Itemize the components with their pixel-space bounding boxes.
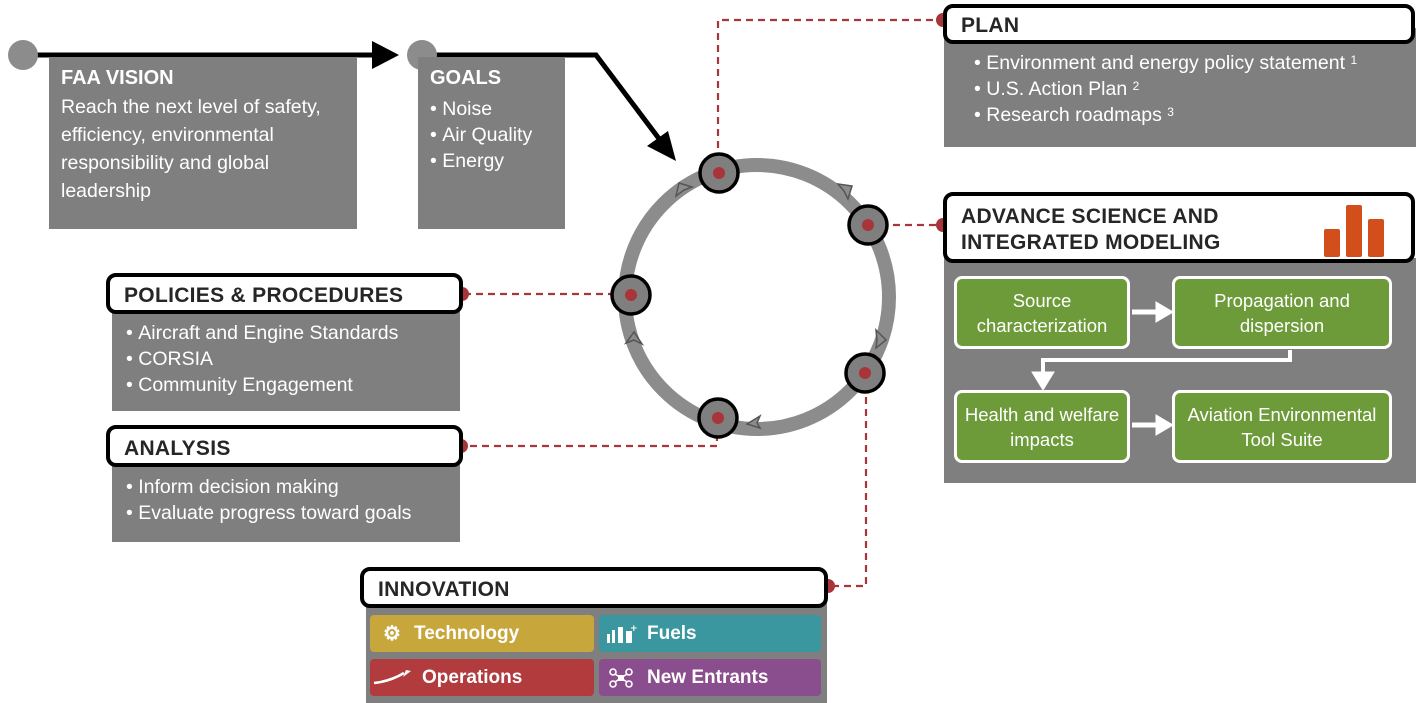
node-right-upper	[847, 204, 889, 246]
goals-title: GOALS	[430, 67, 502, 89]
policies-body: Aircraft and Engine Standards CORSIA Com…	[112, 298, 460, 411]
plan-title: PLAN	[961, 14, 1020, 37]
analysis-item: Evaluate progress toward goals	[126, 500, 411, 526]
bar-chart-icon	[1324, 205, 1384, 257]
cycle-ring	[618, 158, 896, 436]
vision-start-dot	[8, 40, 38, 70]
node-bottom	[697, 397, 739, 439]
analysis-list: Inform decision making Evaluate progress…	[126, 474, 411, 526]
science-flow-arrows	[1031, 301, 1292, 436]
goal-item: Noise	[430, 96, 532, 122]
policy-item: CORSIA	[126, 346, 398, 372]
plan-body: Environment and energy policy statement …	[944, 28, 1416, 147]
plan-item: Environment and energy policy statement …	[974, 50, 1357, 76]
node-right-lower	[844, 352, 886, 394]
goals-to-cycle-arrow	[430, 52, 676, 161]
fuel-lab-icon: +	[607, 624, 638, 643]
analysis-title: ANALYSIS	[124, 437, 231, 460]
node-left	[610, 274, 652, 316]
faa-vision-box: FAA VISION Reach the next level of safet…	[49, 57, 357, 229]
faa-vision-text: Reach the next level of safety, efficien…	[61, 96, 321, 202]
science-header: ADVANCE SCIENCE AND INTEGRATED MODELING	[943, 192, 1415, 263]
cycle-arrows	[623, 182, 888, 430]
svg-text:+: +	[630, 624, 638, 634]
innovation-tile-label: Technology	[414, 622, 520, 644]
connector-analysis	[461, 422, 719, 448]
innovation-tile-label: Operations	[422, 666, 523, 688]
policies-header: POLICIES & PROCEDURES	[106, 273, 463, 314]
policy-item: Aircraft and Engine Standards	[126, 320, 398, 346]
analysis-header: ANALYSIS	[106, 425, 463, 467]
gears-icon: ⚙	[383, 623, 401, 645]
goals-box: GOALS Noise Air Quality Energy	[418, 57, 565, 229]
goals-list: Noise Air Quality Energy	[430, 96, 532, 174]
faa-vision-title: FAA VISION	[61, 67, 174, 89]
analysis-item: Inform decision making	[126, 474, 411, 500]
goal-item: Air Quality	[430, 122, 532, 148]
node-top	[698, 152, 740, 194]
plan-item: U.S. Action Plan 2	[974, 76, 1357, 102]
innovation-tile-label: Fuels	[647, 622, 697, 644]
innovation-tile-technology: ⚙ Technology	[370, 615, 594, 652]
innovation-tile-operations: Operations	[370, 659, 594, 696]
vision-to-goals-arrow	[30, 41, 399, 69]
connector-plan	[716, 18, 943, 172]
airplane-takeoff-icon	[373, 669, 411, 684]
cycle-chevron-3	[745, 414, 762, 430]
innovation-tile-label: New Entrants	[647, 666, 769, 688]
plan-item: Research roadmaps 3	[974, 102, 1357, 128]
innovation-header: INNOVATION	[360, 567, 828, 608]
cycle-chevron-5	[674, 182, 695, 198]
plan-list: Environment and energy policy statement …	[974, 50, 1357, 128]
policies-title: POLICIES & PROCEDURES	[124, 284, 404, 307]
goal-item: Energy	[430, 148, 532, 174]
cycle-chevron-2	[875, 327, 888, 350]
policies-list: Aircraft and Engine Standards CORSIA Com…	[126, 320, 398, 398]
science-title-line1: ADVANCE SCIENCE AND	[961, 205, 1219, 228]
plan-header: PLAN	[943, 4, 1415, 44]
cycle-chevron-4	[623, 330, 645, 346]
innovation-tile-new-entrants: New Entrants	[599, 659, 821, 696]
innovation-title: INNOVATION	[378, 578, 510, 601]
policy-item: Community Engagement	[126, 372, 398, 398]
cycle-chevron-1	[836, 182, 853, 202]
cycle-nodes	[610, 152, 889, 439]
drone-icon	[609, 667, 633, 688]
science-title-line2: INTEGRATED MODELING	[961, 231, 1221, 254]
innovation-tile-fuels: + Fuels	[599, 615, 821, 652]
